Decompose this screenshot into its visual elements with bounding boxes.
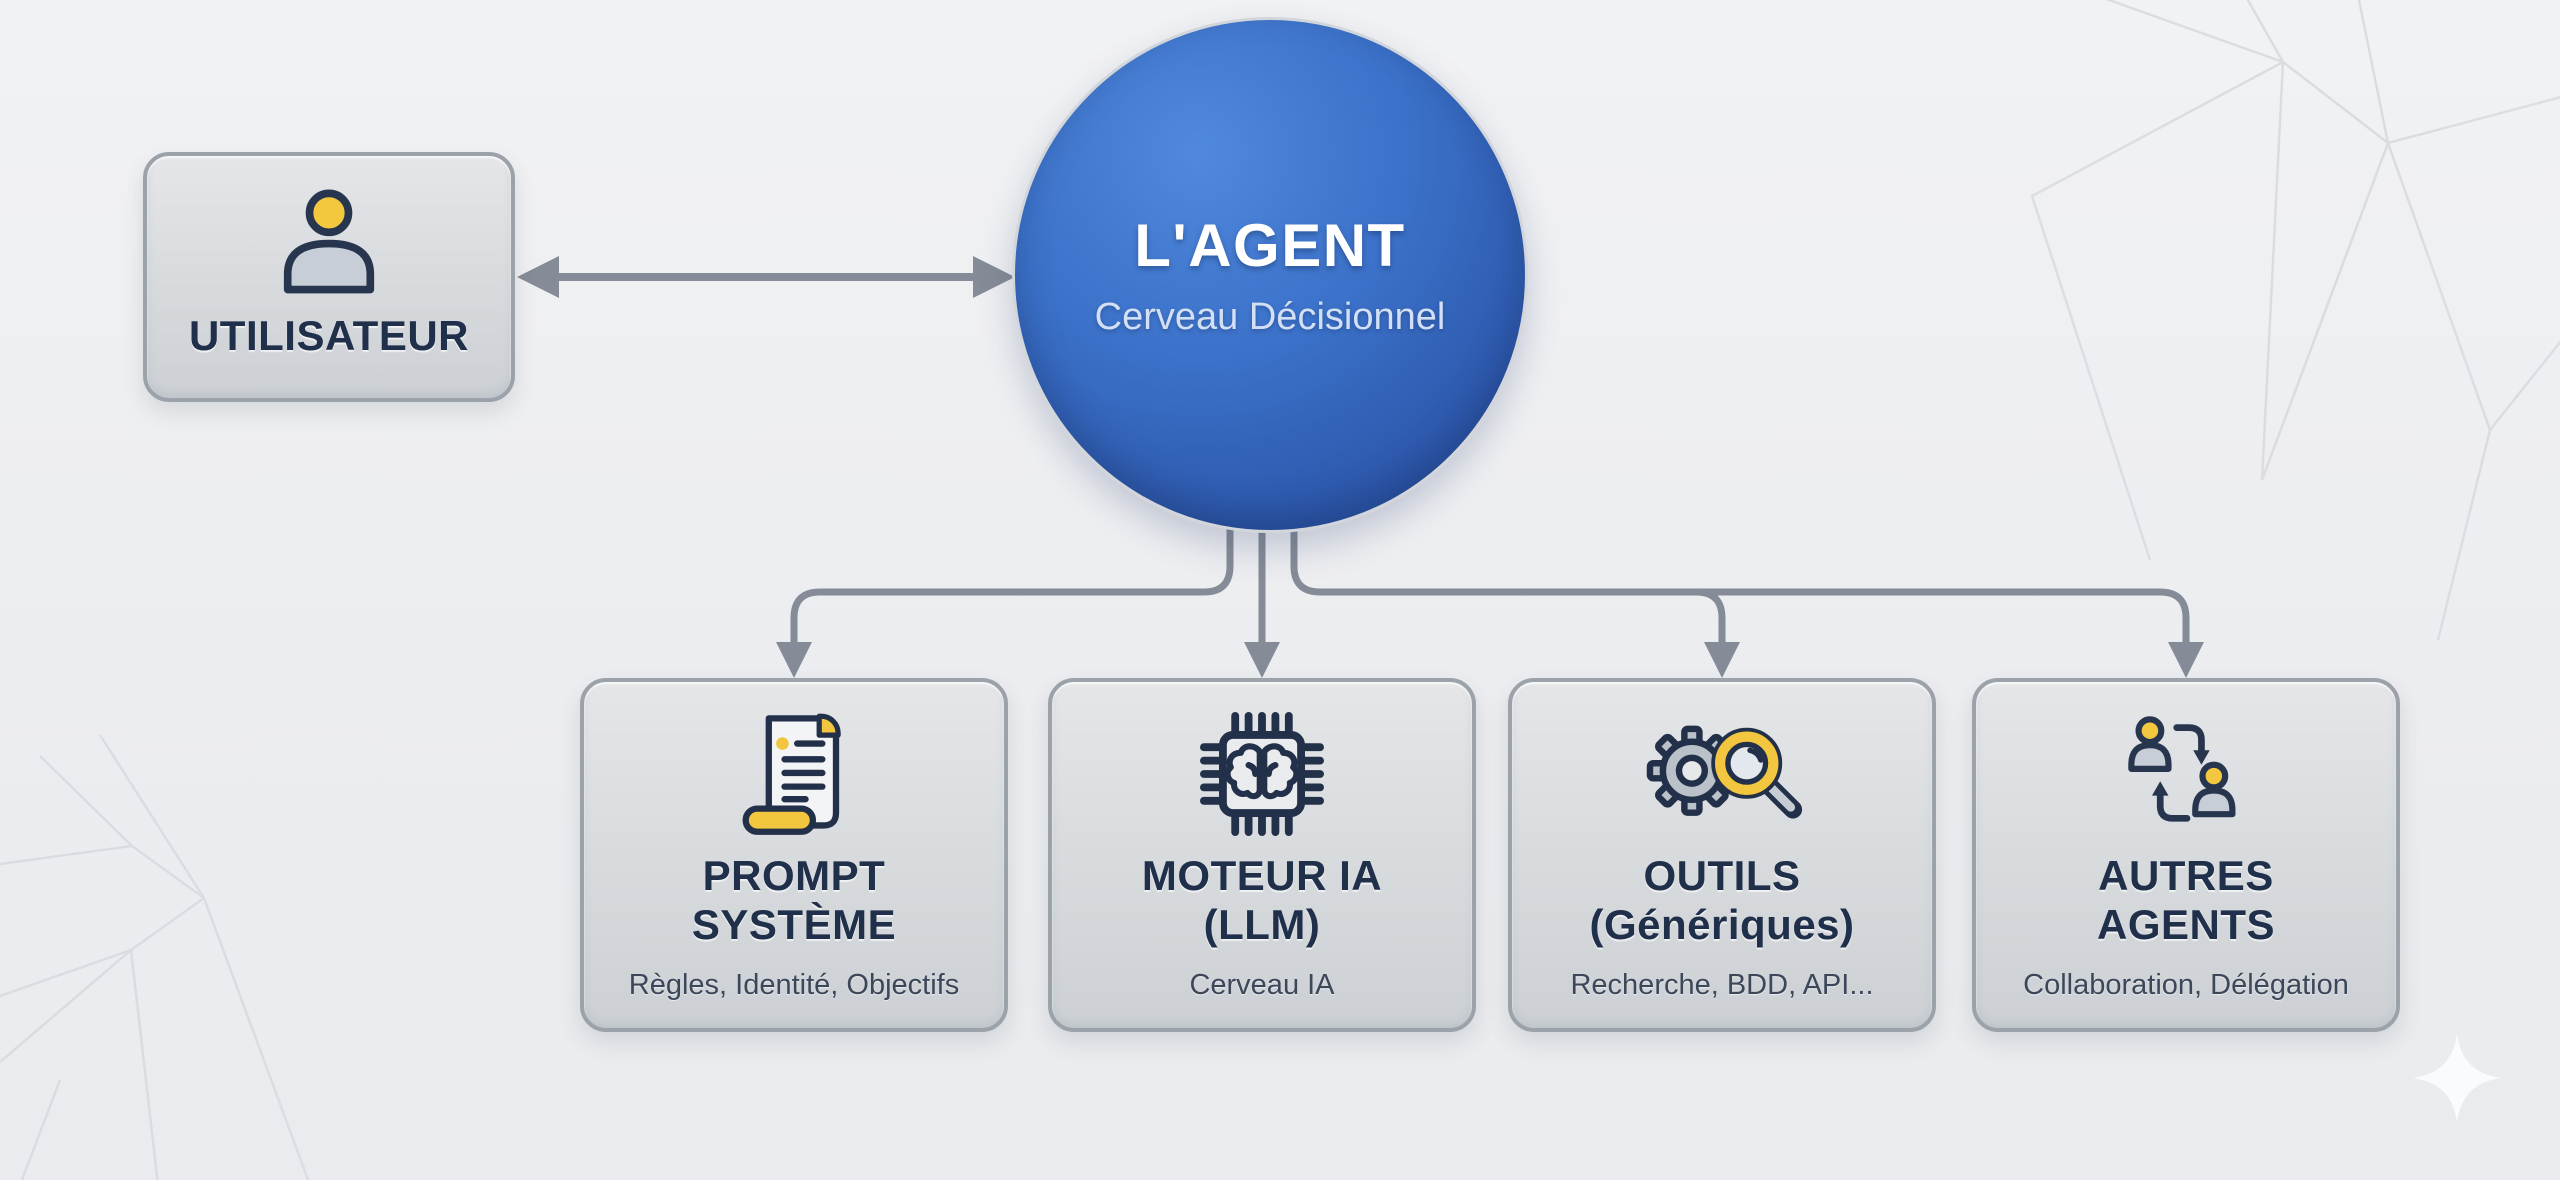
component-subtitle: Cerveau IA [1189,969,1335,1001]
agent-circle: L'AGENT Cerveau Décisionnel [1012,17,1528,533]
component-title: OUTILS (Génériques) [1589,852,1854,949]
edge-agent-autres [1290,512,2190,644]
component-box-autres-agents: AUTRES AGENTS Collaboration, Délégation [1972,678,2400,1032]
component-title-line1: OUTILS [1643,852,1801,899]
mesh-line [2105,0,2286,65]
gear-magnifier-icon [1636,698,1808,850]
arrowhead-to-agent [973,256,1015,298]
component-title-line2: (Génériques) [1589,900,1855,948]
sparkle-icon [2413,1034,2501,1122]
arrowhead-to-autres [2168,642,2204,678]
component-box-moteur-ia: MOTEUR IA (LLM) Cerveau IA [1048,678,1476,1032]
arrowhead-to-outils [1704,642,1740,678]
arrowhead-to-moteur [1244,642,1280,678]
component-title-line2: (LLM) [1203,900,1321,948]
component-title: MOTEUR IA (LLM) [1142,852,1382,949]
agent-subtitle: Cerveau Décisionnel [1094,296,1446,338]
edge-agent-outils [1688,588,1726,644]
chip-brain-icon [1195,698,1329,850]
component-title-line1: PROMPT [702,852,886,899]
agent-title: L'AGENT [1134,212,1406,279]
arrowhead-to-prompt [776,642,812,678]
edge-agent-prompt [790,512,1234,644]
component-title-line2: AGENTS [2096,900,2275,948]
component-box-prompt-systeme: PROMPT SYSTÈME Règles, Identité, Objecti… [580,678,1008,1032]
user-box-label: UTILISATEUR [188,312,470,359]
component-box-outils: OUTILS (Génériques) Recherche, BDD, API.… [1508,678,1936,1032]
component-title-line1: MOTEUR IA [1141,852,1383,899]
component-title-line1: AUTRES [2098,852,2274,899]
component-title: AUTRES AGENTS [2097,852,2275,949]
component-subtitle: Règles, Identité, Objectifs [628,969,960,1001]
user-box: UTILISATEUR [143,152,515,402]
agents-exchange-icon [2119,698,2253,850]
component-subtitle: Collaboration, Délégation [2023,969,2349,1001]
component-title: PROMPT SYSTÈME [692,852,896,949]
component-title-line2: SYSTÈME [691,900,897,948]
scroll-icon [731,698,857,850]
component-subtitle: Recherche, BDD, API... [1570,969,1874,1001]
arrowhead-to-user [517,256,559,298]
person-icon [270,176,388,304]
